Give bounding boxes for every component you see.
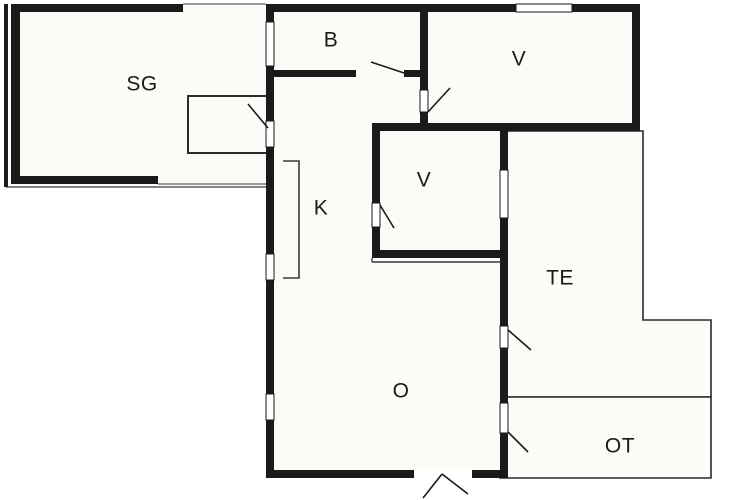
wall-v-mid-top — [372, 123, 508, 131]
door-leaves-group — [247, 61, 532, 499]
wall-bottom-right — [472, 470, 508, 478]
door-leaf-v-mid — [379, 204, 395, 229]
wall-top-right — [572, 4, 640, 12]
wall-top-mid-stub — [508, 4, 516, 12]
wall-right-seg-4 — [500, 433, 508, 453]
fixtures-group — [283, 160, 300, 279]
kitchen-counter-outline — [283, 160, 300, 279]
room-label-b: B — [324, 29, 339, 52]
annex-floor-fill — [6, 4, 268, 187]
window-v-north-top — [515, 3, 573, 13]
main-block-group — [266, 4, 640, 478]
door-leaf-bottom-b — [441, 473, 469, 495]
door-leaf-ot — [507, 431, 529, 453]
wall-b-bottom-right — [404, 70, 422, 77]
annex-wall-top — [11, 4, 183, 12]
wall-left-seg-5 — [266, 420, 274, 478]
room-label-k: K — [314, 197, 329, 220]
wall-right-seg-1 — [500, 131, 508, 170]
door-leaf-v-north — [427, 87, 451, 113]
wall-v-mid-bottom — [372, 250, 508, 258]
annex-group — [6, 4, 268, 188]
room-label-sg: SG — [126, 73, 157, 96]
window-right-ot — [499, 402, 509, 434]
interior-walls — [274, 4, 508, 263]
wall-v-mid-left-upper — [372, 123, 380, 203]
door-leaf-te — [507, 329, 532, 351]
window-left-o — [265, 393, 275, 421]
room-label-te: TE — [546, 267, 574, 290]
door-opening-left-entry — [265, 120, 275, 148]
room-labels-group: SG B V K V TE O OT — [126, 29, 635, 458]
annex-wall-left-outer — [4, 4, 8, 187]
room-label-v-north: V — [512, 48, 527, 71]
door-leaf-bottom-a — [422, 473, 443, 499]
wall-right-v-north — [632, 4, 640, 131]
wall-b-v-partition — [420, 4, 428, 90]
door-opening-v-mid — [371, 202, 381, 228]
wall-bottom-left — [266, 470, 414, 478]
wall-left-seg-3 — [266, 147, 274, 254]
door-leaf-entry — [247, 103, 269, 129]
room-label-v-mid: V — [417, 169, 432, 192]
door-leaf-b — [370, 61, 405, 74]
window-right-v-mid — [499, 169, 509, 219]
wall-v-mid-left-lower — [372, 227, 380, 250]
wall-top-left — [266, 4, 508, 12]
annex-wall-left-inner — [11, 4, 20, 184]
wall-left-seg-4 — [266, 280, 274, 394]
window-left-k — [265, 253, 275, 281]
wall-right-seg-5 — [500, 453, 508, 478]
window-left-b — [265, 21, 275, 67]
annex-walls — [4, 3, 266, 187]
door-opening-right-te — [499, 325, 509, 349]
wall-left-seg-1 — [266, 4, 274, 22]
wall-b-bottom-left — [274, 70, 356, 77]
room-label-o: O — [393, 380, 410, 403]
wall-right-seg-2 — [500, 218, 508, 326]
wall-left-seg-2 — [266, 66, 274, 121]
wall-right-seg-3 — [500, 348, 508, 403]
main-walls — [265, 3, 640, 478]
room-label-ot: OT — [605, 435, 635, 458]
main-floor-fill — [266, 4, 640, 478]
door-opening-b-v — [419, 89, 429, 113]
annex-wall-bottom — [11, 176, 158, 184]
wall-b-v-partition-lower — [420, 112, 428, 128]
wall-v-north-bottom — [500, 123, 640, 131]
